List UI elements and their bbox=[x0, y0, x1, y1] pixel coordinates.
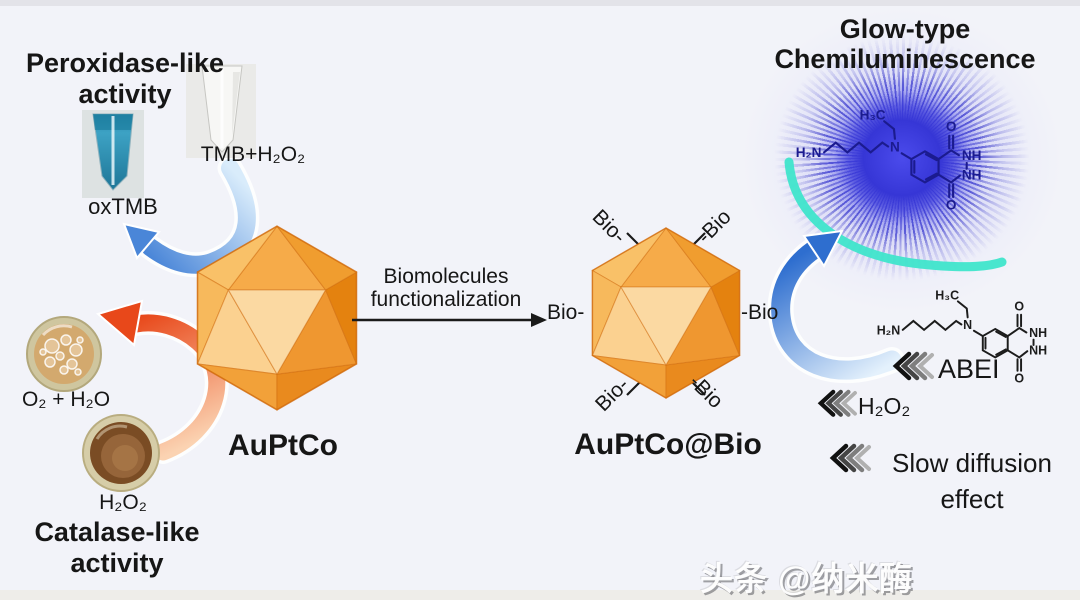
auptco-label: AuPtCo bbox=[228, 429, 338, 462]
glow-particle bbox=[816, 74, 988, 242]
peroxidase-title: Peroxidase-like activity bbox=[4, 48, 246, 110]
catalase-title-line2: activity bbox=[70, 548, 164, 578]
h2o2-right-label: H₂O₂ bbox=[858, 393, 911, 419]
peroxidase-title-line2: activity bbox=[78, 79, 172, 109]
slow-diffusion-label: Slow diffusion effect bbox=[872, 445, 1072, 517]
auptco-bio-label: AuPtCo@Bio bbox=[574, 428, 762, 461]
functionalization-line1: Biomolecules bbox=[383, 265, 509, 288]
top-border bbox=[0, 0, 1080, 6]
bio-label-left: Bio- bbox=[547, 301, 585, 324]
activation-arrow-icon bbox=[767, 229, 905, 384]
abei-label: ABEI bbox=[938, 354, 1000, 384]
oxtmb-label: oxTMB bbox=[88, 194, 158, 219]
functionalization-arrow-icon bbox=[352, 313, 547, 327]
catalase-title-line1: Catalase-like bbox=[34, 517, 200, 547]
o2-h2o-label: O₂ + H₂O bbox=[21, 388, 111, 411]
chevron-h2o2-icon bbox=[821, 392, 855, 415]
h2o2-vial-photo bbox=[82, 414, 160, 492]
tmb-tube-photo bbox=[186, 64, 256, 158]
slow-diffusion-line2: effect bbox=[940, 484, 1004, 514]
watermark: 头条 @纳米酶Nanozymes bbox=[700, 560, 914, 597]
bottom-border bbox=[0, 590, 1080, 600]
bio-label-right: -Bio bbox=[741, 301, 779, 324]
functionalization-label: Biomolecules functionalization bbox=[344, 265, 548, 311]
chevron-slow-icon bbox=[833, 446, 869, 470]
peroxidase-title-line1: Peroxidase-like bbox=[25, 48, 225, 78]
chemiluminescence-title-line1: Glow-type bbox=[839, 14, 971, 44]
catalase-title: Catalase-like activity bbox=[4, 517, 230, 579]
h2o2-left-label: H₂O₂ bbox=[99, 491, 147, 514]
diffusion-swoosh-icon bbox=[784, 157, 1007, 272]
slow-diffusion-line1: Slow diffusion bbox=[892, 448, 1052, 478]
chemiluminescence-title-line2: Chemiluminescence bbox=[774, 44, 1036, 74]
peroxidase-arrow-icon bbox=[122, 155, 260, 278]
abei-molecule-glow bbox=[794, 106, 983, 214]
chemiluminescence-title: Glow-type Chemiluminescence bbox=[740, 14, 1070, 74]
oxtmb-tube-photo bbox=[82, 110, 144, 198]
tmb-substrate-label: TMB+H₂O₂ bbox=[200, 143, 306, 166]
functionalization-line2: functionalization bbox=[370, 288, 522, 311]
oxygen-bubbles-vial-photo bbox=[26, 316, 102, 392]
